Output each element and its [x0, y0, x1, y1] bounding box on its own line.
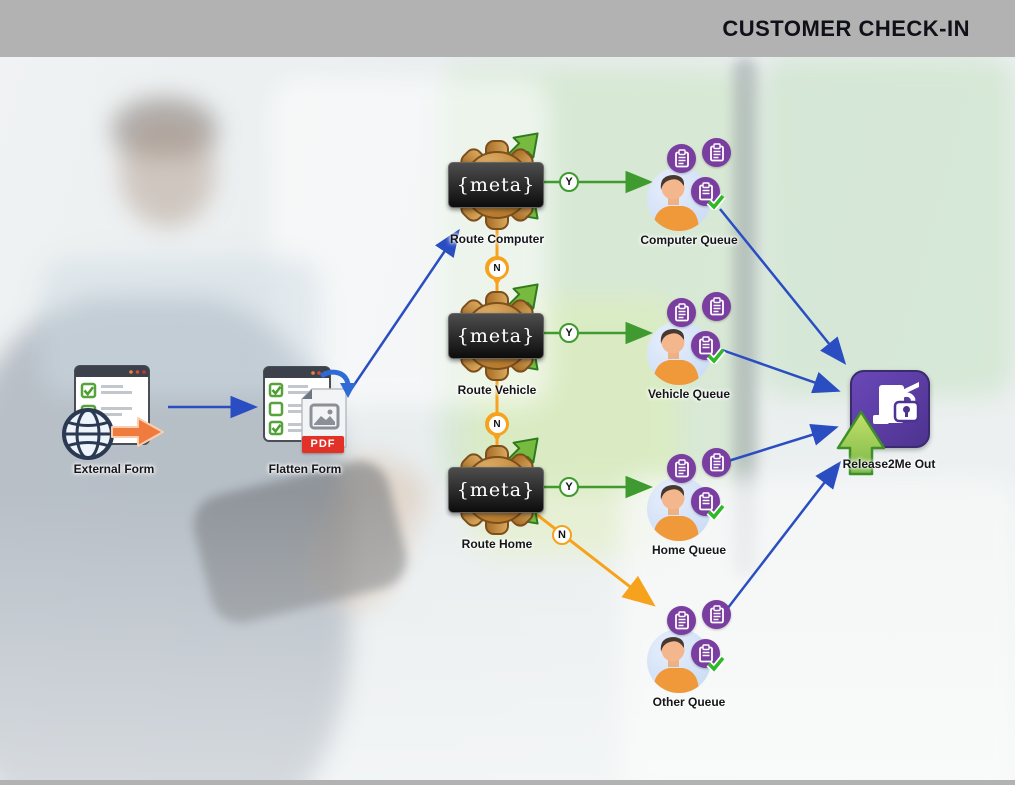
node-label: Flatten Form — [268, 462, 342, 476]
meta-plate: {meta} — [448, 162, 544, 208]
node-flatten-form[interactable]: PDF Flatten Form — [257, 360, 377, 478]
clipboard-checked-icon — [691, 331, 726, 364]
footer-bar — [0, 780, 1015, 785]
no-badge: N — [552, 525, 572, 545]
node-route-computer[interactable]: {meta} Route Computer — [440, 128, 554, 248]
node-label: External Form — [73, 462, 155, 476]
convert-arrow-icon — [320, 369, 356, 398]
meta-label: {meta} — [456, 479, 536, 501]
node-label: Route Vehicle — [457, 383, 537, 397]
node-release2me-out[interactable]: Release2Me Out — [836, 366, 946, 478]
pdf-document-icon — [301, 388, 347, 448]
release-up-arrow-icon — [836, 410, 886, 476]
node-label: Route Home — [461, 537, 533, 551]
page-title: CUSTOMER CHECK-IN — [722, 16, 970, 41]
yes-badge: Y — [559, 323, 579, 343]
node-route-home[interactable]: {meta} Route Home — [440, 433, 554, 553]
submit-arrow-icon — [111, 417, 164, 447]
node-external-form[interactable]: External Form — [58, 360, 178, 478]
meta-plate: {meta} — [448, 313, 544, 359]
meta-plate: {meta} — [448, 467, 544, 513]
clipboard-icon — [667, 606, 696, 635]
node-label: Home Queue — [651, 543, 726, 557]
clipboard-checked-icon — [691, 177, 726, 210]
no-badge-label: N — [488, 259, 506, 277]
node-label: Route Computer — [450, 232, 544, 246]
clipboard-icon — [702, 138, 731, 167]
no-badge: N — [485, 256, 509, 286]
check-icon — [706, 347, 726, 364]
clipboard-icon — [702, 292, 731, 321]
check-icon — [706, 655, 726, 672]
node-label: Computer Queue — [640, 233, 738, 247]
clipboard-icon — [702, 600, 731, 629]
no-badge-label: N — [488, 415, 506, 433]
release-icon — [850, 370, 930, 448]
node-label: Release2Me Out — [842, 457, 936, 471]
clipboard-checked-icon — [691, 639, 726, 672]
yes-badge: Y — [559, 477, 579, 497]
node-label: Vehicle Queue — [647, 387, 731, 401]
yes-badge: Y — [559, 172, 579, 192]
clipboard-icon — [667, 454, 696, 483]
node-other-queue[interactable]: Other Queue — [647, 600, 731, 709]
node-label: Other Queue — [652, 695, 726, 709]
meta-label: {meta} — [456, 174, 536, 196]
node-vehicle-queue[interactable]: Vehicle Queue — [647, 292, 731, 401]
clipboard-checked-icon — [691, 487, 726, 520]
check-icon — [706, 503, 726, 520]
node-route-vehicle[interactable]: {meta} Route Vehicle — [440, 279, 554, 399]
node-computer-queue[interactable]: Computer Queue — [640, 138, 738, 247]
check-icon — [706, 193, 726, 210]
node-home-queue[interactable]: Home Queue — [647, 448, 731, 557]
clipboard-icon — [702, 448, 731, 477]
pdf-badge: PDF — [302, 436, 344, 453]
meta-label: {meta} — [456, 325, 536, 347]
clipboard-icon — [667, 144, 696, 173]
no-badge: N — [485, 412, 509, 442]
globe-icon — [62, 408, 114, 460]
header-bar: CUSTOMER CHECK-IN — [0, 0, 1015, 57]
clipboard-icon — [667, 298, 696, 327]
